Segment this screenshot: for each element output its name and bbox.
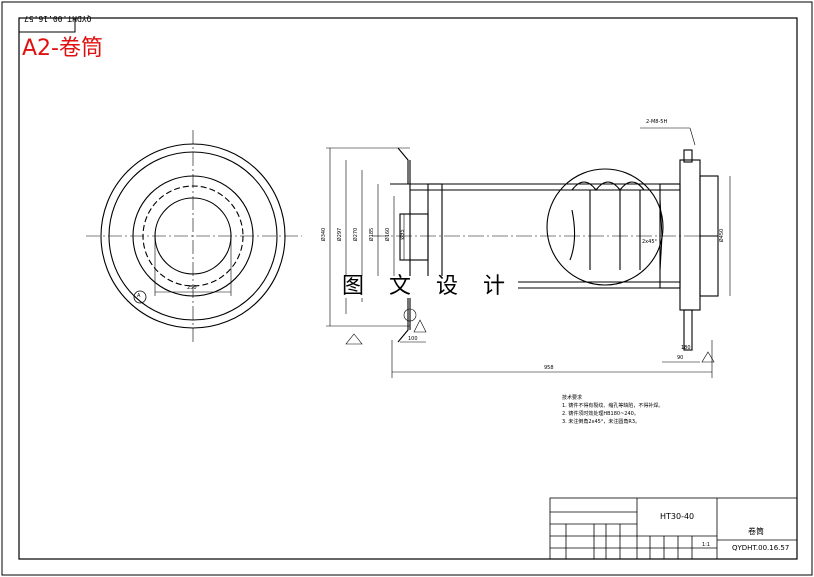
title-block-part-name: 卷筒	[748, 527, 764, 536]
dim-length-total: 958	[544, 365, 554, 371]
title-block	[549, 497, 798, 560]
dim-left-1: Ø297	[337, 227, 344, 242]
main-section-view	[372, 147, 719, 351]
dim-right-a: 180	[681, 345, 691, 351]
sheet-title: A2-卷筒	[22, 36, 103, 61]
dimension-lines	[326, 127, 731, 378]
dim-left-0: Ø340	[321, 227, 328, 242]
title-block-model: HT30-40	[660, 512, 695, 521]
dim-top-note: 2-M8-5H	[646, 119, 668, 125]
section-label: A	[137, 293, 141, 299]
notes-line-3: 3. 未注倒角2x45°，未注圆角R3。	[562, 419, 641, 425]
notes-heading: 技术要求	[562, 395, 583, 401]
dim-left-3: Ø185	[369, 227, 376, 242]
dim-left-4: Ø160	[385, 227, 392, 242]
dim-left-5: Ø95	[399, 229, 406, 240]
watermark: 图 文 设 计	[338, 276, 518, 298]
end-view	[86, 130, 302, 344]
code-box	[18, 17, 76, 33]
detail-label: I	[409, 311, 411, 317]
dim-bottom-left: 250	[187, 285, 197, 291]
inner-border	[18, 17, 798, 560]
rotated-drawing-code: QYDHT.00.16.57	[24, 14, 92, 23]
title-block-drawing-code: QYDHT.00.16.57	[732, 544, 790, 552]
notes-line-2: 2. 铸件须时效处理HB180~240。	[562, 411, 639, 417]
dim-right-b: 90	[677, 355, 684, 361]
dim-bottom-mid: 100	[408, 336, 418, 342]
dim-right-vertical: Ø450	[719, 228, 726, 243]
dim-left-2: Ø270	[353, 227, 360, 242]
title-block-scale: 1:1	[702, 542, 711, 548]
notes-line-1: 1. 铸件不得有裂纹、缩孔等缺陷，不得补焊。	[562, 403, 664, 409]
dim-chamfer: 2x45°	[642, 239, 658, 245]
